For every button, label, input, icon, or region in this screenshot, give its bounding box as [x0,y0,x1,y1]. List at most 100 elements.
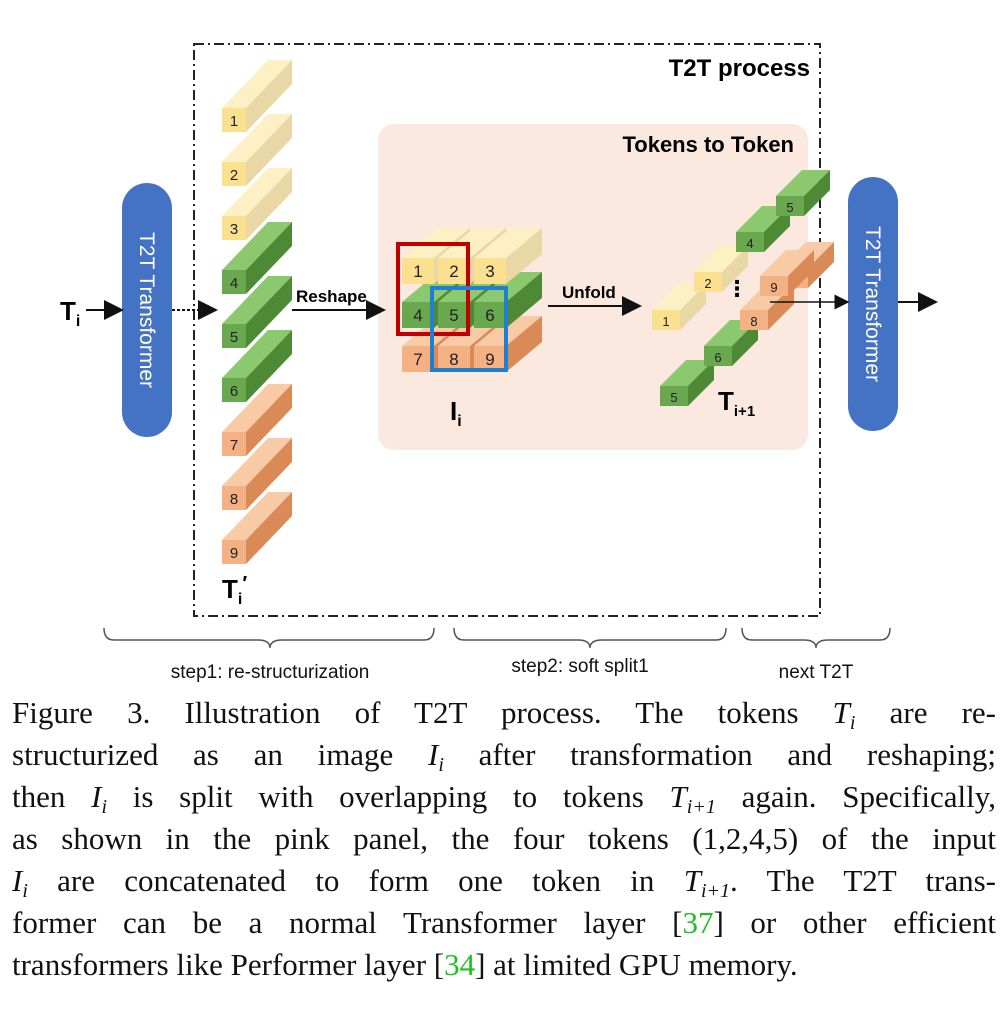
unfold-upper-token-5-3: 5 [776,170,830,216]
unfold-upper-token-5-3-top [776,170,830,196]
step3-brace [741,627,891,649]
column-token-1-face [222,108,246,132]
column-token-4-side [246,222,292,294]
unfold-lower-token-5-0-label: 5 [670,390,677,405]
unfold-upper-token-1-0-face [652,310,680,330]
grid-token-2-top [438,228,506,258]
grid-token-9-face [474,346,506,372]
t2t-figure: T2T process Tokens to Token T2T Transfor… [60,43,938,683]
unfold-upper-token-1-0-side [680,284,706,330]
column-token-9-side [246,492,292,564]
unfolded-tokens: 124595689 [652,170,834,406]
unfold-upper-token-2-1-side [722,246,748,292]
unfold-upper-token-5-3-label: 5 [786,200,793,215]
grid-token-9-side [506,316,542,372]
caption-line-2: structurized as an image Ii after transf… [12,737,996,776]
unfold-upper-token-4-2-side [764,206,790,252]
unfold-upper-token-5-3-face [776,196,804,216]
grid-token-5-face [438,302,470,328]
column-token-1: 1 [222,60,292,132]
unfold-upper-token-2-1-face [694,272,722,292]
column-token-2-side [246,114,292,186]
column-token-1-label: 1 [230,113,238,130]
grid-token-1-label: 1 [413,262,422,281]
t2t-transformer-right-label: T2T Transformer [861,226,884,382]
step2-label: step2: soft split1 [511,656,648,677]
grid-token-4-face [402,302,434,328]
grid-token-6-label: 6 [485,306,494,325]
reshape-label: Reshape [296,287,367,306]
grid-token-3: 3 [474,228,542,284]
column-token-5-side [246,276,292,348]
column-token-6-top [222,330,292,378]
unfold-lower-token-9-3-label: 9 [770,280,777,295]
grid-token-5-label: 5 [449,306,458,325]
grid-token-9-label: 9 [485,350,494,369]
column-token-5-face [222,324,246,348]
t2t-transformer-left [122,183,172,437]
column-token-2-label: 2 [230,167,238,184]
unfold-upper-token-4-2-face [736,232,764,252]
grid-token-3-face [474,258,506,284]
grid-token-2-label: 2 [449,262,458,281]
unfold-upper-token-2-1: 2 [694,246,748,292]
unfold-lower-token-6-1-side [732,320,758,366]
column-token-3-face [222,216,246,240]
unfold-lower-token-6-1-label: 6 [714,350,721,365]
column-token-7-side [246,384,292,456]
grid-token-1-face [402,258,434,284]
column-token-6-face [222,378,246,402]
column-token-7: 7 [222,384,292,456]
reshaped-image-grid: 7 8 9 4 5 6 1 2 3 [402,228,542,372]
reference-link-34[interactable]: 34 [444,947,476,982]
column-token-8-face [222,486,246,510]
unfold-upper-token-5-3-side [804,170,830,216]
unfold-lower-token-8-2-label: 8 [750,314,757,329]
column-token-3-side [246,168,292,240]
unfold-lower-token-5-0-side [688,360,714,406]
caption-line-3: then Ii is split with overlapping to tok… [12,779,997,818]
caption-line-7: transformers like Performer layer [34] a… [12,947,798,982]
reference-link-37[interactable]: 37 [682,905,714,940]
grid-token-8-label: 8 [449,350,458,369]
column-token-5-top [222,276,292,324]
step1-brace [103,627,435,649]
column-token-9: 9 [222,492,292,564]
column-token-4: 4 [222,222,292,294]
column-token-5: 5 [222,276,292,348]
caption-line-6: former can be a normal Transformer layer… [12,905,996,940]
unfold-upper-token-1-0-label: 1 [662,314,669,329]
grid-token-8-face [438,346,470,372]
column-token-3: 3 [222,168,292,240]
unfold-upper-token-1-0-top [652,284,706,310]
column-token-4-top [222,222,292,270]
unfold-upper-token-4-2-label: 4 [746,236,753,251]
grid-token-3-label: 3 [485,262,494,281]
unfold-ellipsis: ⋮ [726,276,748,301]
grid-token-2-face [438,258,470,284]
unfold-lower-token-5-0: 5 [660,360,714,406]
column-token-9-face [222,540,246,564]
image-label: Ii [450,396,462,430]
caption-line-1: Figure 3. Illustration of T2T process. T… [12,695,997,734]
column-token-4-face [222,270,246,294]
column-token-2-face [222,162,246,186]
grid-token-4-label: 4 [413,306,422,325]
unfold-lower-token-8-2-face [740,310,768,330]
caption-line-5: Ii are concatenated to form one token in… [12,863,996,902]
column-token-7-face [222,432,246,456]
unfold-lower-token-9-3-top [760,250,814,276]
step1-label: step1: re-structurization [171,662,370,683]
column-token-8-top [222,438,292,486]
t2t-transformer-right [848,177,898,431]
t2t-transformer-left-label: T2T Transformer [135,232,158,388]
column-token-6-side [246,330,292,402]
grid-token-7-face [402,346,434,372]
t2t-process-box [193,43,821,617]
t2t-diagram: T2T process Tokens to Token T2T Transfor… [60,43,938,683]
grid-token-7-label: 7 [413,350,422,369]
column-token-8-side [246,438,292,510]
column-token-2: 2 [222,114,292,186]
figure-caption: Figure 3. Illustration of T2T process. T… [12,692,996,986]
